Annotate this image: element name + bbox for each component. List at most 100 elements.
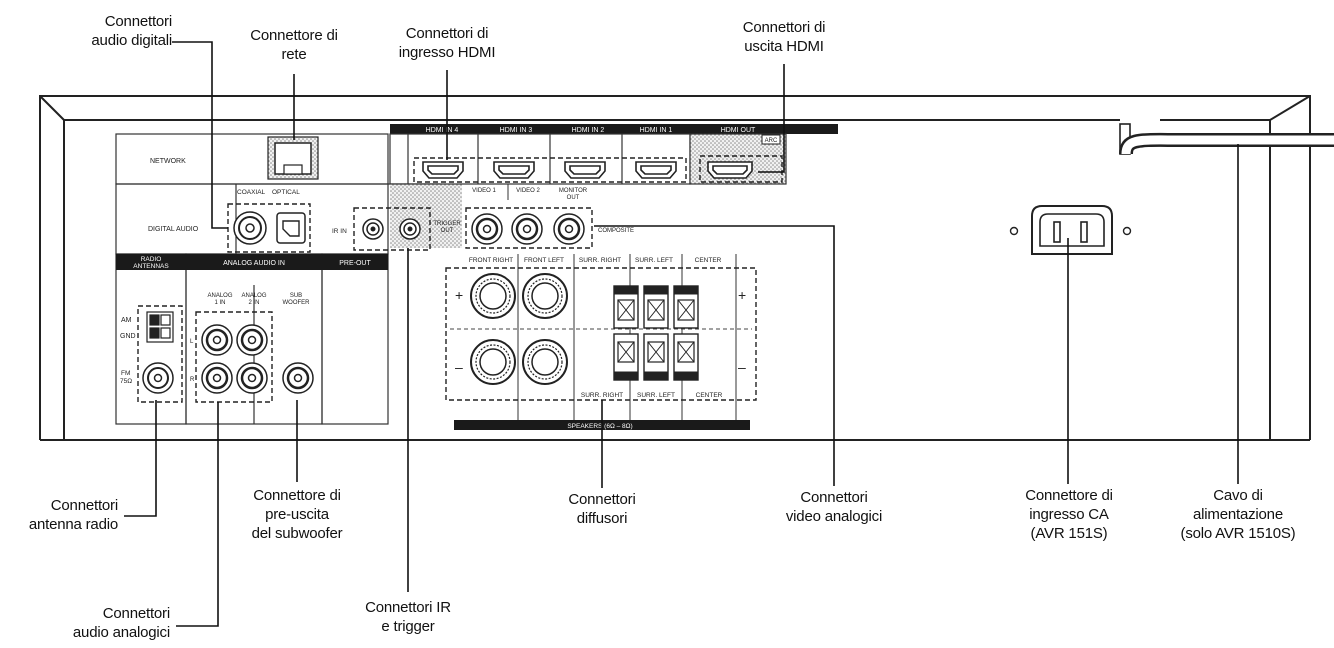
hdmi-in3-label: HDMI IN 3	[500, 127, 533, 134]
callout-ca-line3: (AVR 151S)	[1030, 525, 1108, 542]
speaker-minus-right: –	[738, 359, 746, 375]
callout-subwoofer: Connettore di pre-uscita del subwoofer	[232, 486, 362, 543]
surr-right-label: SURR. RIGHT	[579, 257, 621, 264]
binding-post-front-right-minus	[470, 339, 516, 385]
binding-post-front-left-minus	[522, 339, 568, 385]
ac-inlet	[1009, 205, 1132, 255]
hdmi-port-in4	[422, 161, 464, 179]
rca-jack-analog2-r	[236, 362, 268, 394]
callout-diffusori-line2: diffusori	[576, 510, 628, 527]
callout-hdmi-in-line1: Connettori di	[405, 25, 489, 42]
binding-post-front-right-plus	[470, 273, 516, 319]
l-label: L	[190, 339, 194, 345]
speaker-plus-left: +	[455, 287, 463, 303]
callout-audio-analogici: Connettori audio analogici	[50, 604, 170, 642]
callout-ir-trigger-line1: Connettori IR	[365, 599, 451, 616]
callout-hdmi-in: Connettori di ingresso HDMI	[382, 24, 512, 62]
center-bottom-label: CENTER	[696, 392, 723, 399]
callout-cavo: Cavo di alimentazione (solo AVR 1510S)	[1170, 486, 1306, 543]
callout-cavo-line1: Cavo di	[1213, 487, 1263, 504]
spring-clips-bottom	[613, 333, 699, 381]
hdmi-port-in3	[493, 161, 535, 179]
trigger-jack	[399, 218, 421, 240]
hdmi-header-bar: HDMI IN 4 HDMI IN 3 HDMI IN 2 HDMI IN 1 …	[390, 124, 838, 134]
callout-rete-line1: Connettore di	[250, 27, 338, 44]
callout-ir-trigger: Connettori IR e trigger	[350, 598, 466, 636]
callout-rete-line2: rete	[281, 46, 307, 63]
callout-video-line1: Connettori	[800, 489, 868, 506]
am-label: AM	[121, 317, 132, 324]
hdmi-in2-label: HDMI IN 2	[572, 127, 605, 134]
callout-cavo-line2: alimentazione	[1193, 506, 1283, 523]
ir-jack	[362, 218, 384, 240]
callout-video-line2: video analogici	[785, 508, 883, 525]
gnd-label: GND	[120, 333, 136, 340]
antenna-group	[137, 305, 183, 403]
rca-jack-video1	[471, 213, 503, 245]
ir-in-label: IR IN	[332, 228, 347, 235]
optical-label: OPTICAL	[272, 189, 300, 196]
spring-clips-top	[613, 285, 699, 329]
callout-ca-line2: ingresso CA	[1029, 506, 1109, 523]
digital-audio-label: DIGITAL AUDIO	[148, 226, 199, 233]
fm-jack	[142, 362, 174, 394]
center-label: CENTER	[695, 257, 722, 264]
am-terminal	[146, 311, 174, 343]
callout-audio-analogici-line1: Connettori	[102, 605, 170, 622]
callout-hdmi-out: Connettori di uscita HDMI	[722, 18, 846, 56]
callout-ir-trigger-line2: e trigger	[381, 618, 435, 635]
speaker-column-labels: FRONT RIGHT FRONT LEFT SURR. RIGHT SURR.…	[469, 257, 722, 264]
callout-rete: Connettore di rete	[234, 26, 354, 64]
callout-antenna: Connettori antenna radio	[6, 496, 118, 534]
callout-subwoofer-line2: pre-uscita	[265, 506, 329, 523]
callout-hdmi-in-line2: ingresso HDMI	[398, 44, 496, 61]
callout-audio-analogici-line2: audio analogici	[72, 624, 170, 641]
surr-right-bottom-label: SURR. RIGHT	[581, 392, 623, 399]
binding-post-front-left-plus	[522, 273, 568, 319]
surr-left-bottom-label: SURR. LEFT	[637, 392, 675, 399]
hdmi-out-group	[699, 155, 783, 183]
coaxial-jack	[233, 211, 267, 245]
callout-audio-digitali-line1: Connettori	[104, 13, 172, 30]
callout-diffusori-line1: Connettori	[568, 491, 636, 508]
hdmi-out-label: HDMI OUT	[721, 127, 756, 134]
arc-label: ARC	[765, 138, 778, 144]
pre-out-label: PRE-OUT	[339, 260, 371, 267]
optical-jack	[276, 212, 306, 244]
rca-jack-subwoofer	[282, 362, 314, 394]
callout-hdmi-out-line1: Connettori di	[742, 19, 826, 36]
rca-jack-analog2-l	[236, 324, 268, 356]
hdmi-in1-label: HDMI IN 1	[640, 127, 673, 134]
surr-left-label: SURR. LEFT	[635, 257, 673, 264]
callout-audio-digitali: Connettori audio digitali	[60, 12, 172, 50]
hdmi-port-out	[707, 161, 753, 179]
arc-badge	[761, 134, 781, 145]
callout-subwoofer-line3: del subwoofer	[251, 525, 343, 542]
front-right-label: FRONT RIGHT	[469, 257, 513, 264]
rca-jack-analog1-r	[201, 362, 233, 394]
front-left-label: FRONT LEFT	[524, 257, 564, 264]
callout-audio-digitali-line2: audio digitali	[91, 32, 172, 49]
video1-label: VIDEO 1	[472, 188, 496, 194]
power-cord	[1119, 123, 1334, 155]
video2-label: VIDEO 2	[516, 188, 540, 194]
callout-antenna-line1: Connettori	[50, 497, 118, 514]
hdmi-in4-label: HDMI IN 4	[426, 127, 459, 134]
rca-jack-analog1-l	[201, 324, 233, 356]
callout-diffusori: Connettori diffusori	[548, 490, 656, 528]
network-port	[267, 136, 319, 180]
hdmi-port-in1	[635, 161, 677, 179]
callout-cavo-line3: (solo AVR 1510S)	[1180, 525, 1296, 542]
rca-jack-video2	[511, 213, 543, 245]
video-group	[465, 207, 593, 249]
r-label: R	[190, 377, 195, 383]
trigger-dotted-area	[390, 184, 462, 248]
